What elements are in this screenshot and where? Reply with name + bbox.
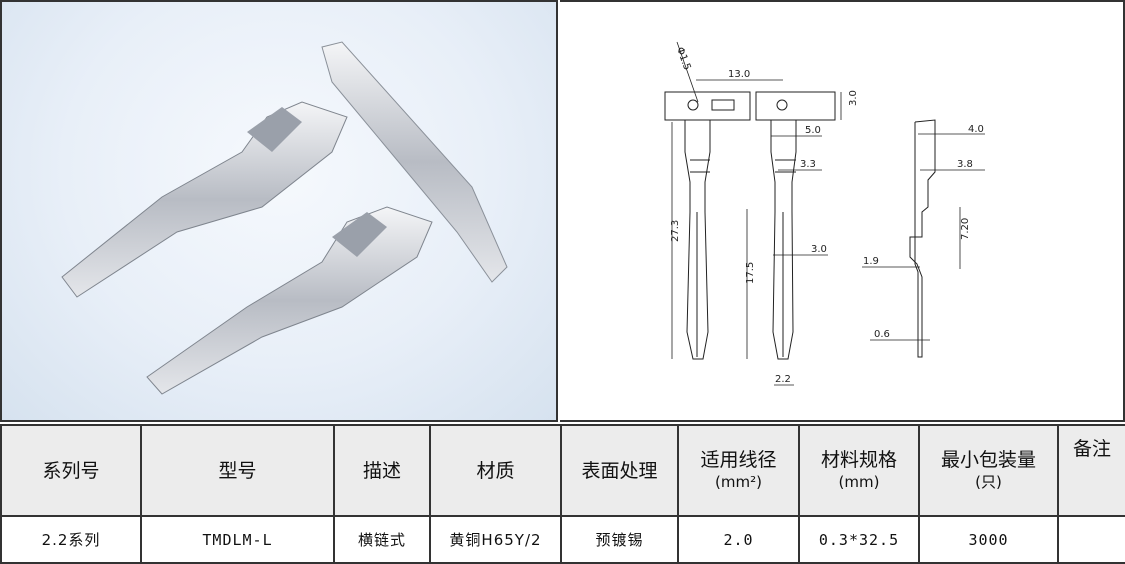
technical-drawing: Φ1.5 13.0 3.0 5.0 3.3 27.3 17.5 3.0 2.2 …: [560, 0, 1125, 422]
header-surface: 表面处理: [560, 424, 679, 517]
product-photo: [0, 0, 558, 422]
spec-table: 系列号 型号 描述 材质 表面处理 适用线径(mm²) 材料规格(mm) 最小包…: [0, 424, 1125, 564]
dim-carrier-height: 3.0: [848, 90, 859, 106]
dim-thickness: 0.6: [874, 329, 890, 340]
dim-side-top: 4.0: [968, 124, 984, 135]
dim-pitch: 13.0: [728, 69, 750, 80]
dim-total-length: 27.3: [670, 220, 681, 242]
header-series: 系列号: [0, 424, 142, 517]
carrier-strip-outline: [664, 91, 836, 121]
dim-side-step: 1.9: [863, 256, 879, 267]
carrier-strip: [321, 41, 508, 283]
dim-side-offset: 7.20: [960, 218, 971, 240]
terminal-front-left: [684, 120, 711, 360]
dim-insulation-width: 3.3: [800, 159, 816, 170]
terminal-front-right: [770, 120, 797, 360]
header-description: 描述: [333, 424, 431, 517]
dim-side-crimp: 3.8: [957, 159, 973, 170]
terminal-side-view: [909, 119, 936, 358]
header-material: 材质: [429, 424, 562, 517]
dim-crimp-width: 5.0: [805, 125, 821, 136]
header-min-pack: 最小包装量(只): [918, 424, 1059, 517]
dimension-lines: [671, 41, 985, 386]
terminal-bottom: [146, 206, 433, 395]
dim-pin-width: 3.0: [811, 244, 827, 255]
terminal-photo-illustration: [61, 41, 508, 395]
header-remarks: 备注: [1057, 424, 1125, 517]
header-model: 型号: [140, 424, 335, 517]
table-header-row: 系列号 型号 描述 材质 表面处理 适用线径(mm²) 材料规格(mm) 最小包…: [0, 424, 1125, 517]
header-material-spec: 材料规格(mm): [798, 424, 920, 517]
dim-hole-diameter: Φ1.5: [674, 46, 692, 72]
dim-tip-width: 2.2: [775, 374, 791, 385]
header-wire-gauge: 适用线径(mm²): [677, 424, 800, 517]
terminal-top: [61, 101, 348, 298]
dim-pin-length: 17.5: [745, 262, 756, 284]
